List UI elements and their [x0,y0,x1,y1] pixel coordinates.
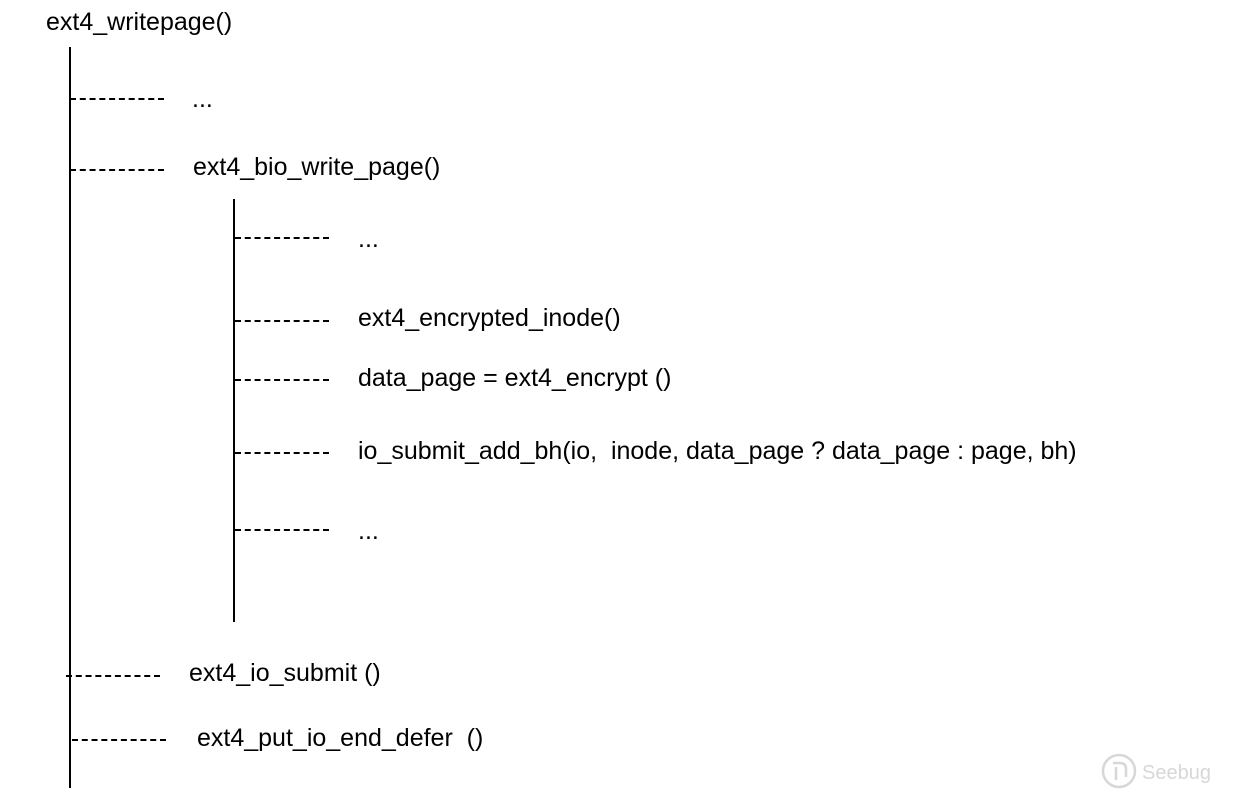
connector-line [235,237,329,239]
connector-line [70,98,164,100]
tree-node-io-submit: ext4_io_submit () [189,659,381,687]
connector-line [235,452,329,454]
connector-line [72,739,166,741]
tree-node-ellipsis: ... [192,85,213,113]
tree-node-io-submit-add-bh: io_submit_add_bh(io, inode, data_page ? … [358,437,1077,465]
seebug-logo-icon [1100,752,1138,795]
connector-line [235,320,329,322]
connector-line [235,529,329,531]
tree-node-bio-write-page: ext4_bio_write_page() [193,153,441,181]
connector-line [70,169,164,171]
connector-line [66,675,160,677]
main-tree-line [69,47,71,788]
root-function-label: ext4_writepage() [46,8,233,36]
connector-line [235,379,329,381]
tree-node-ellipsis: ... [358,517,379,545]
tree-node-encrypted-inode: ext4_encrypted_inode() [358,304,621,332]
tree-node-ext4-encrypt: data_page = ext4_encrypt () [358,364,672,392]
nested-tree-line [233,199,235,622]
tree-node-ellipsis: ... [358,225,379,253]
tree-node-put-io-end-defer: ext4_put_io_end_defer () [197,724,484,752]
seebug-watermark: Seebug [1100,752,1211,795]
seebug-watermark-text: Seebug [1142,762,1211,784]
